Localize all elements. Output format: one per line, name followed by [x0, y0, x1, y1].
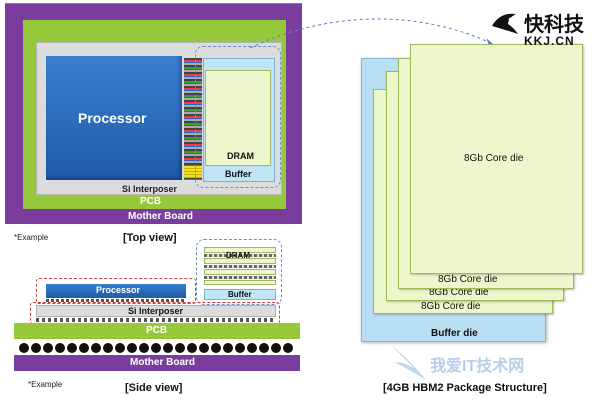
side-view-example-note: *Example	[28, 380, 63, 389]
side-view-dram-label: DRAM	[226, 251, 250, 260]
kkj-logo: 快科技 KKJ.CN	[490, 6, 598, 52]
side-view-interposer-bumps	[36, 318, 276, 322]
side-view-mother-board	[14, 355, 300, 371]
hbm2-core-die-3-label: 8Gb Core die	[429, 287, 489, 298]
hbm2-caption: [4GB HBM2 Package Structure]	[383, 382, 547, 394]
kkj-brand-text: 快科技	[524, 14, 584, 36]
side-view-processor	[46, 284, 186, 298]
hbm2-buffer-die-label: Buffer die	[431, 328, 478, 339]
top-view-processor	[46, 56, 182, 180]
hbm2-core-die-4-label: 8Gb Core die	[421, 301, 481, 312]
side-view-memory-outline	[196, 239, 282, 305]
side-view-mother-board-label: Mother Board	[130, 357, 195, 368]
top-view-si-interposer-label: Si Interposer	[122, 184, 178, 194]
top-view-buffer-label: Buffer	[225, 169, 252, 179]
top-view-interconnect-yellow	[184, 166, 202, 178]
kkj-domain-text: KKJ.CN	[524, 34, 575, 48]
side-view-processor-bumps	[46, 299, 186, 302]
side-view-processor-outline	[36, 278, 196, 304]
side-view-caption: [Side view]	[125, 382, 183, 394]
top-view-mother-board-label: Mother Board	[128, 211, 193, 222]
side-view-processor-label: Processor	[96, 285, 141, 295]
top-view-dram-label: DRAM	[227, 151, 254, 161]
side-view-buffer-label: Buffer	[228, 290, 252, 299]
solder-ball-row	[19, 343, 293, 353]
bottom-watermark: 我爱IT技术网	[390, 340, 600, 390]
hbm2-core-die-1-label: 8Gb Core die	[464, 153, 524, 164]
side-view-pcb-label: PCB	[146, 325, 168, 336]
side-view-pcb	[14, 323, 300, 339]
top-view-dram	[205, 70, 271, 166]
hbm2-core-die-1	[410, 44, 583, 274]
top-view-memory-outline	[195, 46, 281, 188]
top-view-interconnect-strip	[184, 58, 202, 180]
side-view-solder-balls	[16, 341, 298, 353]
wing-icon	[392, 346, 426, 380]
side-view-dram-stack	[204, 247, 276, 285]
top-view-example-note: *Example	[14, 233, 49, 242]
side-view-si-interposer	[36, 305, 276, 317]
top-view-pcb-label: PCB	[140, 196, 162, 207]
shark-icon	[492, 13, 518, 34]
bottom-watermark-text: 我爱IT技术网	[430, 358, 525, 375]
side-view-si-interposer-label: Si Interposer	[128, 306, 184, 316]
side-view-buffer	[204, 289, 276, 300]
top-view-processor-label: Processor	[78, 110, 147, 126]
top-view-caption: [Top view]	[123, 232, 177, 244]
hbm2-core-die-2-label: 8Gb Core die	[438, 274, 498, 285]
